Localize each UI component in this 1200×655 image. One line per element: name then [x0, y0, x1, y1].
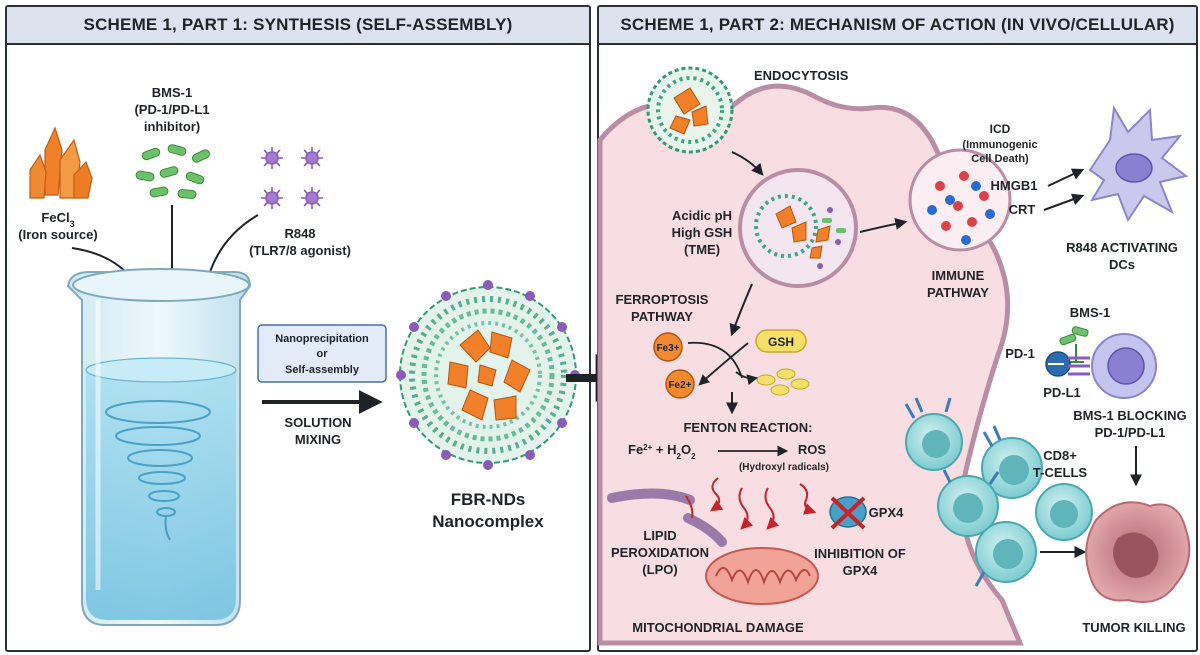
ros-label: ROS [798, 442, 827, 457]
ferroptosis-label-1: FERROPTOSIS [616, 292, 709, 307]
dc-label-2: DCs [1109, 257, 1135, 272]
svg-text:Fe2+: Fe2+ [668, 380, 691, 391]
pdl1-ligand-icon [1068, 356, 1090, 376]
cd8-label-2: T-CELLS [1033, 465, 1087, 480]
ferroptosis-label-2: PATHWAY [631, 309, 693, 324]
bms1-right-label: BMS-1 [1070, 305, 1110, 320]
mixing-label-2: MIXING [295, 432, 341, 447]
tumor-cell-pdl1-icon [1091, 333, 1157, 399]
immune-pathway-label-1: IMMUNE [932, 268, 985, 283]
crt-arrow [1043, 193, 1085, 211]
mixing-label: SOLUTION [284, 415, 351, 430]
tumor-icon [1085, 501, 1191, 603]
t-cell-icon [981, 425, 1043, 499]
endosome-icon [738, 168, 858, 288]
endocytosis-arrow [731, 151, 764, 176]
hmgb1-arrow [1047, 168, 1085, 187]
mito-label: MITOCHONDRIAL DAMAGE [632, 620, 804, 635]
t-cell-icon [904, 397, 963, 471]
ferroptosis-arrow [729, 283, 753, 337]
crt-label: CRT [1009, 202, 1036, 217]
inhibition-label-1: INHIBITION OF [814, 546, 906, 561]
tme-label-2: High GSH [672, 225, 733, 240]
process-box: Nanoprecipitation or Self-assembly [257, 324, 387, 383]
product-sublabel: Nanocomplex [432, 512, 544, 531]
tme-label-1: Acidic pH [672, 208, 732, 223]
product-label: FBR-NDs [451, 490, 526, 509]
lipid-membrane-icon [607, 488, 727, 547]
blocking-label-1: BMS-1 BLOCKING [1073, 408, 1186, 423]
icd-label-2: (Immunogenic [962, 139, 1037, 151]
immune-pathway-label-2: PATHWAY [927, 285, 989, 300]
r848-sublabel: (TLR7/8 agonist) [249, 243, 351, 258]
dendritic-cell-icon [1088, 104, 1189, 223]
fenton-equation-lhs: Fe2+ + H2O2 [628, 442, 696, 461]
redox-curve-1 [687, 341, 743, 379]
fe3-ion-icon: Fe3+ [653, 332, 683, 362]
lipid-label-3: (LPO) [642, 562, 677, 577]
pd1-label: PD-1 [1005, 346, 1035, 361]
lipid-label-2: PEROXIDATION [611, 545, 709, 560]
t-cell-icon [937, 469, 1000, 537]
icd-label-1: ICD [990, 122, 1011, 136]
process-line-1: Nanoprecipitation [275, 333, 369, 345]
redox-curve-3 [735, 371, 759, 385]
fenton-title: FENTON REACTION: [683, 420, 812, 435]
dc-label-1: R848 ACTIVATING [1066, 240, 1178, 255]
icd-vesicle-icon [908, 148, 1012, 252]
fecl3-crystal-icon [29, 126, 93, 199]
process-line-2: or [317, 348, 329, 360]
vortex-icon [105, 400, 211, 541]
r848-label: R848 [284, 226, 315, 241]
synthesis-panel-title: SCHEME 1, PART 1: SYNTHESIS (SELF-ASSEMB… [7, 7, 589, 45]
tumor-label: TUMOR KILLING [1082, 620, 1185, 635]
r848-molecules-icon [261, 147, 323, 209]
endocytosis-particle-icon [646, 66, 734, 154]
mitochondrion-icon [705, 547, 819, 605]
beaker-icon [66, 268, 252, 626]
fecl3-sublabel: (Iron source) [18, 227, 97, 242]
process-line-3: Self-assembly [285, 364, 360, 376]
nanocomplex-icon [396, 280, 580, 470]
bms1-label: BMS-1 [152, 85, 192, 100]
tme-label-3: (TME) [684, 242, 720, 257]
cd8-label-1: CD8+ [1043, 448, 1077, 463]
pdl1-label: PD-L1 [1043, 385, 1081, 400]
bms1-molecule-icon [1059, 326, 1089, 346]
pd1-receptor-icon [1045, 351, 1071, 377]
redox-curve-2 [698, 342, 749, 386]
bms1-molecules-icon [135, 144, 211, 199]
fecl3-label: FeCl3 [41, 210, 74, 229]
icd-label-3: Cell Death) [971, 153, 1029, 165]
inhibition-label-2: GPX4 [843, 563, 878, 578]
lipid-label-1: LIPID [643, 528, 676, 543]
t-cell-icon [974, 521, 1037, 587]
svg-text:GSH: GSH [768, 335, 794, 349]
blocking-label-2: PD-1/PD-L1 [1095, 425, 1166, 440]
bms1-sublabel: (PD-1/PD-L1 [134, 102, 209, 117]
endocytosis-label: ENDOCYTOSIS [754, 68, 849, 83]
mechanism-panel-title: SCHEME 1, PART 2: MECHANISM OF ACTION (I… [599, 7, 1196, 45]
icd-arrow [859, 217, 908, 233]
ros-arrows [710, 477, 817, 530]
ros-note: (Hydroxyl radicals) [739, 462, 829, 473]
gpx4-label: GPX4 [869, 505, 904, 520]
t-cells-group [904, 397, 1093, 587]
fe2-ion-icon: Fe2+ [665, 369, 695, 399]
gsh-badge: GSH [755, 329, 807, 353]
gsh-oxidized-icon [756, 368, 810, 396]
bms1-sublabel-2: inhibitor) [144, 119, 200, 134]
t-cell-icon [1035, 483, 1093, 541]
hmgb1-label: HMGB1 [991, 178, 1038, 193]
gpx4-enzyme-icon [829, 496, 867, 530]
svg-text:Fe3+: Fe3+ [656, 343, 679, 354]
